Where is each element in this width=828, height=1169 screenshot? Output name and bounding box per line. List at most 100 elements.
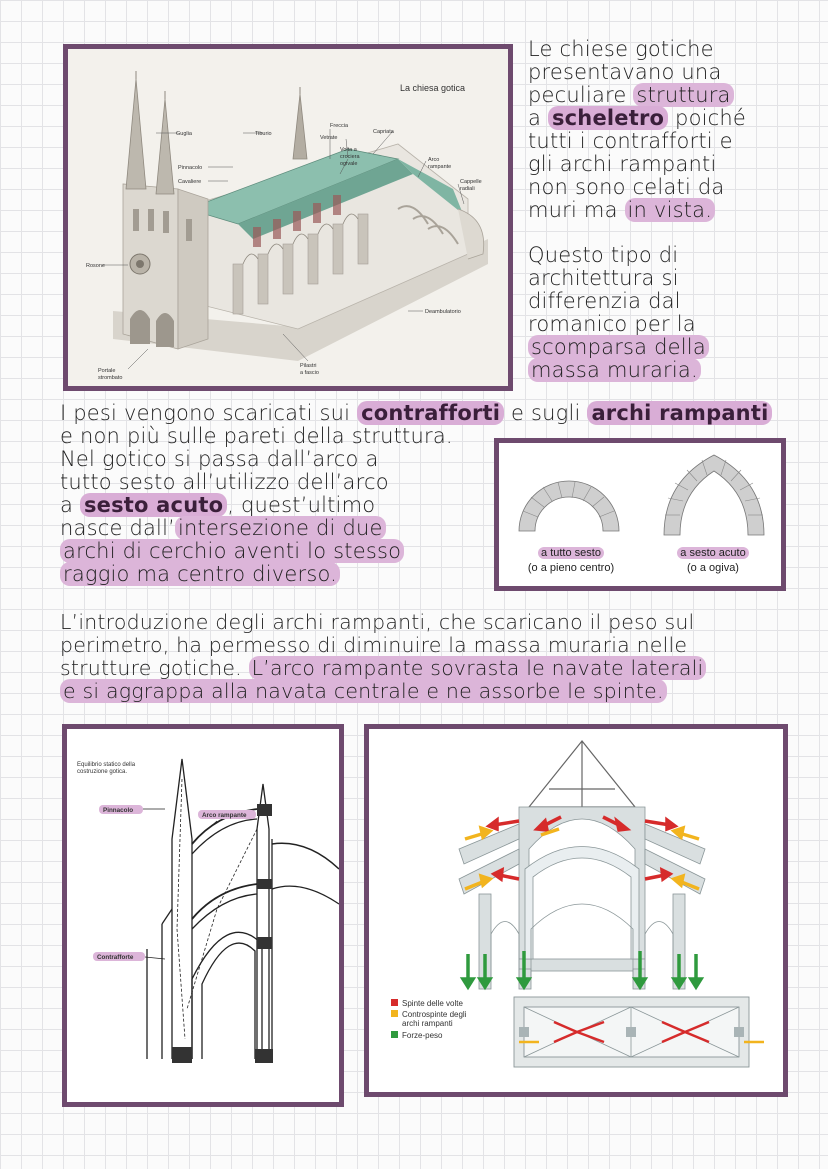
legend-swatch-green [391, 1031, 398, 1038]
keyword-scheletro: scheletro [547, 106, 669, 130]
intro-line: muri ma in vista. [528, 198, 746, 222]
text-segment: Le chiese gotiche [528, 37, 714, 61]
text-segment: romanico per la [528, 312, 696, 336]
romanico-line: scomparsa della [528, 335, 709, 359]
label-arco-rampante-badge: Arco rampante [198, 810, 256, 819]
highlight-archi-di-cerchio: archi di cerchio aventi lo stesso [60, 539, 405, 563]
text-segment: muri ma [528, 198, 625, 222]
pesi-line: nasce dall’intersezione di due [60, 516, 772, 540]
arches-illustration [518, 454, 765, 536]
text-segment: poiché [668, 106, 747, 130]
text-segment: a [60, 493, 80, 517]
label-pilastri-2: a fascio [300, 370, 319, 376]
label-cappelle-1: Cappelle [460, 179, 482, 185]
intro-line: tutti i contrafforti e [528, 130, 746, 153]
highlight-in-vista: in vista. [624, 198, 716, 222]
text-segment: a [528, 106, 548, 130]
pesi-line: tutto sesto all’utilizzo dell’arco [60, 471, 772, 494]
romanico-line: romanico per la [528, 313, 709, 336]
label-arco-2: rampante [428, 164, 451, 170]
highlight-struttura: struttura [633, 83, 734, 107]
rampanti-line: e si aggrappa alla navata centrale e ne … [60, 679, 706, 703]
romanico-line: differenzia dal [528, 290, 709, 313]
text-segment: Questo tipo di [528, 243, 679, 267]
text-segment: perimetro, ha permesso di diminuire la m… [60, 633, 688, 657]
label-volta-1: Volta a [340, 147, 358, 153]
forces-illustration: Spinte delle volte Controspinte degli ar… [369, 729, 783, 1092]
round-arch-label: a tutto sesto [538, 547, 604, 559]
intro-line: a scheletro poiché [528, 106, 747, 130]
label-guglia: Guglia [176, 131, 193, 137]
label-volta-3: ogivale [340, 161, 357, 167]
intro-text-block: Le chiese gotiche presentavano una pecul… [528, 38, 746, 222]
romanico-line: architettura si [528, 267, 709, 290]
pointed-arch-caption: a sesto acuto (o a ogiva) [643, 546, 781, 576]
text-segment: I pesi vengono scaricati sui [60, 401, 358, 425]
highlight-scomparsa: scomparsa della [528, 335, 709, 359]
highlight-intersezione: intersezione di due [175, 516, 386, 540]
text-segment: presentavano una [528, 60, 722, 84]
keyword-contrafforti: contrafforti [357, 401, 505, 425]
romanico-line: Questo tipo di [528, 244, 709, 267]
text-segment: peculiare [528, 83, 634, 107]
text-segment: strutture gotiche. [60, 656, 249, 680]
label-deambulatorio: Deambulatorio [425, 309, 461, 315]
round-arch-caption: a tutto sesto (o a pieno centro) [501, 546, 641, 576]
highlight-arco-rampante: L’arco rampante sovrasta le navate later… [248, 656, 707, 680]
keyword-sesto-acuto: sesto acuto [79, 493, 228, 517]
rampanti-text-block: L’introduzione degli archi rampanti, che… [60, 611, 707, 703]
legend-label-controspinte-1: Controspinte degli [402, 1010, 467, 1019]
pesi-text-block: I pesi vengono scaricati sui contraffort… [60, 401, 773, 586]
text-segment: architettura si [528, 266, 679, 290]
rampanti-line: strutture gotiche. L’arco rampante sovra… [60, 656, 707, 680]
label-contrafforte: Contrafforte [97, 954, 134, 961]
legend-label-spinte: Spinte delle volte [402, 999, 463, 1008]
intro-line: peculiare struttura [528, 83, 746, 107]
highlight-aggrappa: e si aggrappa alla navata centrale e ne … [60, 679, 667, 703]
legend-label-forze-peso: Forze-peso [402, 1031, 443, 1040]
label-pinnacolo: Pinnacolo [103, 807, 133, 814]
pesi-line: I pesi vengono scaricati sui contraffort… [60, 401, 773, 425]
pointed-arch-label: a sesto acuto [677, 547, 749, 559]
intro-line: non sono celati da [528, 176, 746, 199]
text-segment: Nel gotico si passa dall’arco a [60, 447, 379, 471]
highlight-massa-muraria: massa muraria. [528, 358, 701, 382]
forces-figure-frame: Spinte delle volte Controspinte degli ar… [364, 724, 788, 1097]
text-segment: gli archi rampanti [528, 152, 717, 176]
pesi-line: e non più sulle pareti della struttura. [60, 425, 772, 448]
label-cappelle-2: radiali [460, 186, 475, 192]
legend-label-controspinte-2: archi rampanti [402, 1019, 453, 1028]
pointed-arch-sublabel: (o a ogiva) [687, 562, 739, 574]
label-pinnacolo: Pinnacolo [178, 165, 202, 171]
text-segment: L’introduzione degli archi rampanti, che… [60, 610, 695, 634]
label-arco-1: Arco [428, 157, 439, 163]
pesi-line: archi di cerchio aventi lo stesso [60, 539, 772, 563]
legend-swatch-red [391, 999, 398, 1006]
label-portale: Portale [98, 368, 115, 374]
text-segment: e sugli [504, 401, 588, 425]
rampanti-line: perimetro, ha permesso di diminuire la m… [60, 634, 706, 657]
text-segment: , quest’ultimo [227, 493, 376, 517]
label-strombato: strombato [98, 375, 122, 381]
cathedral-illustration: La chiesa gotica [68, 49, 508, 386]
label-pilastri-1: Pilastri [300, 363, 317, 369]
label-capriata: Capriata [373, 129, 395, 135]
forces-legend: Spinte delle volte Controspinte degli ar… [391, 999, 467, 1040]
equilibrium-title-2: costruzione gotica. [77, 769, 127, 775]
text-segment: differenzia dal [528, 289, 681, 313]
equilibrium-illustration: Equilibrio statico della costruzione got… [67, 729, 339, 1102]
label-tiburio: Tiburio [255, 131, 272, 137]
round-arch-icon [518, 480, 620, 532]
pesi-line: a sesto acuto, quest’ultimo [60, 493, 772, 517]
romanico-text-block: Questo tipo di architettura si differenz… [528, 244, 709, 382]
legend-swatch-yellow [391, 1010, 398, 1017]
equilibrium-title-1: Equilibrio statico della [77, 762, 136, 768]
rampanti-line: L’introduzione degli archi rampanti, che… [60, 611, 706, 634]
label-arco-rampante: Arco rampante [202, 812, 247, 819]
pesi-line: raggio ma centro diverso. [60, 562, 772, 586]
text-segment: e non più sulle pareti della struttura. [60, 424, 453, 448]
label-vetrate: Vetrate [320, 135, 337, 141]
arches-figure-frame: a tutto sesto (o a pieno centro) a sesto… [494, 438, 786, 591]
text-segment: tutti i contrafforti e [528, 129, 733, 153]
text-segment: tutto sesto all’utilizzo dell’arco [60, 470, 389, 494]
